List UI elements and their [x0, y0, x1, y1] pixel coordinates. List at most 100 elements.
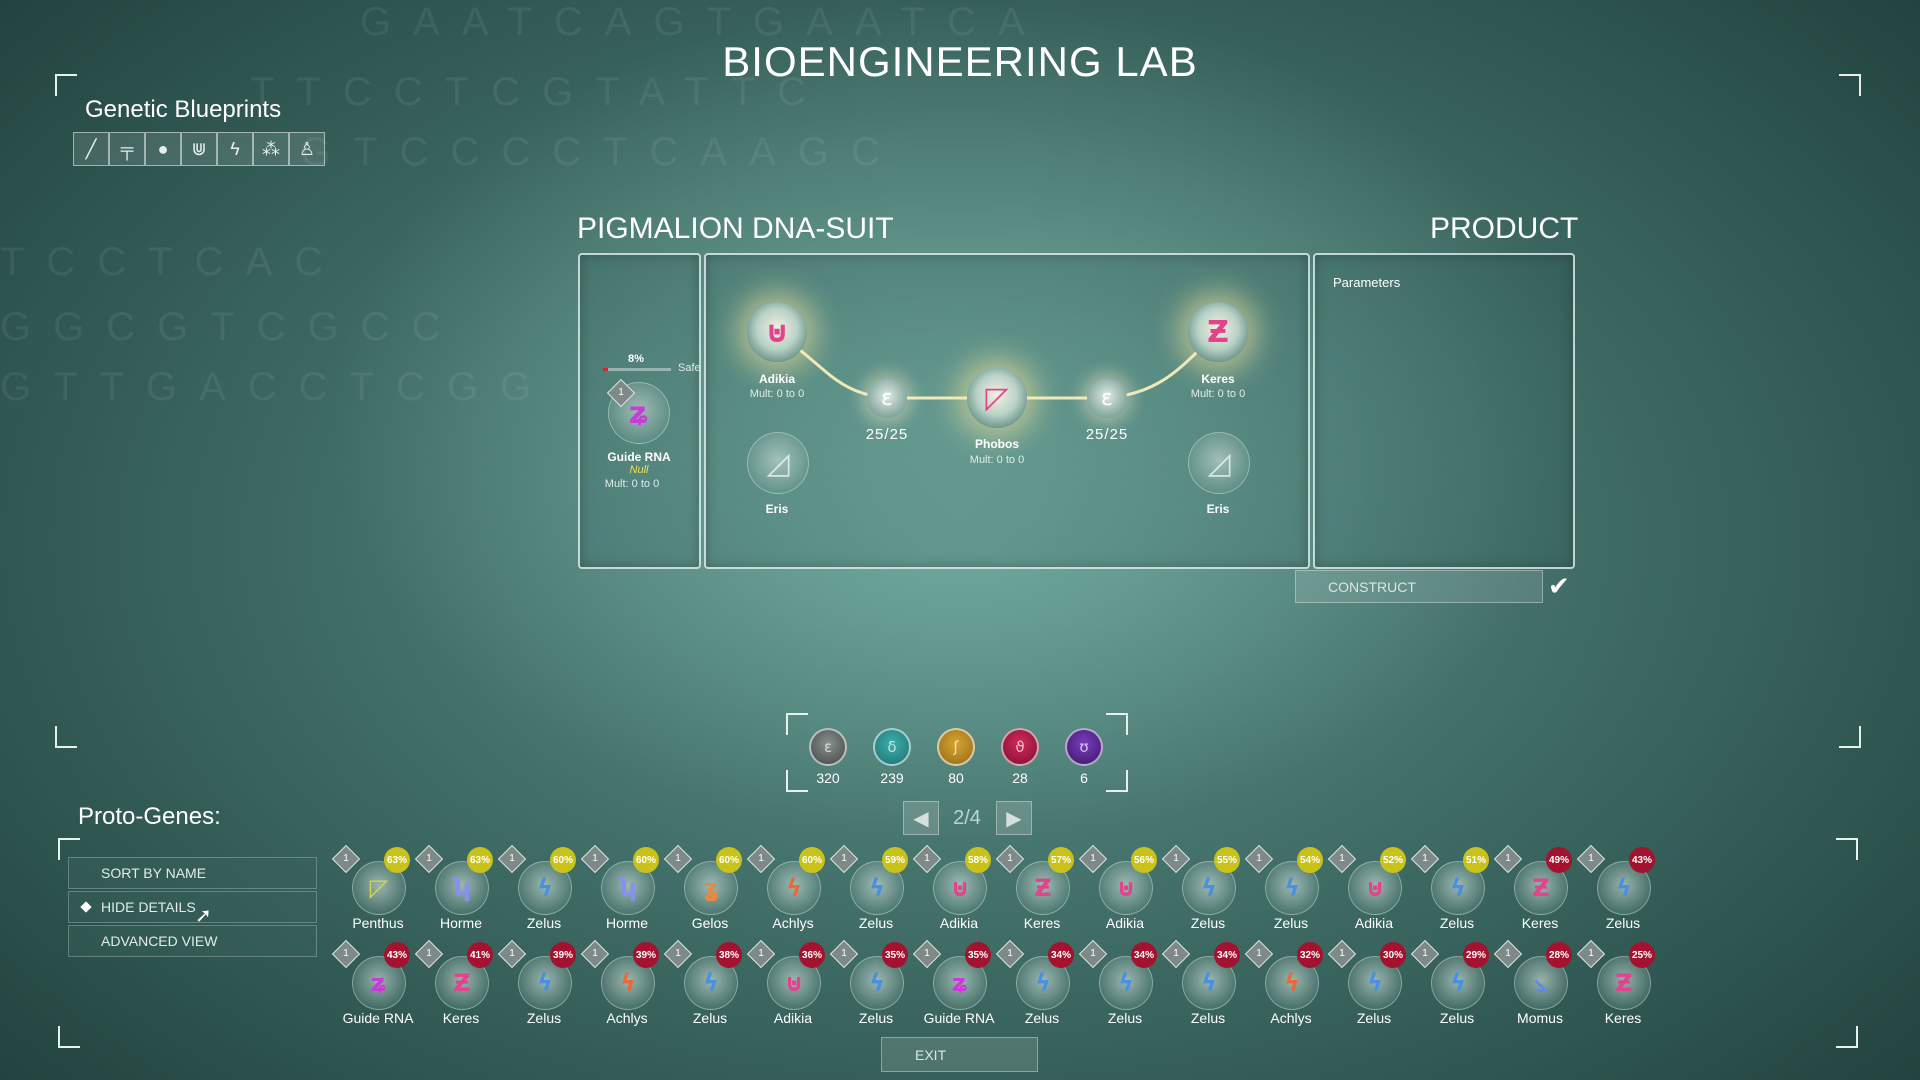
resource-crimson: ϑ 28: [990, 728, 1050, 786]
resource-value: 28: [1012, 770, 1028, 786]
checkmark-icon[interactable]: ✔: [1548, 572, 1570, 602]
gene-name: Momus: [1517, 1010, 1563, 1026]
lightning-icon[interactable]: ϟ: [217, 132, 253, 166]
gene-level-badge: 1: [1576, 939, 1606, 969]
keres-node[interactable]: Ƶ: [1188, 302, 1248, 362]
gold-essence-icon: ʃ: [937, 728, 975, 766]
guide-rna-value: Null: [629, 464, 649, 476]
gene-percent-badge: 43%: [1629, 847, 1655, 873]
guide-status: Safe: [678, 362, 701, 374]
gene-level-badge: 1: [1327, 844, 1357, 874]
frame-corner: [1839, 726, 1861, 748]
resource-teal: δ 239: [862, 728, 922, 786]
gene-level-badge: 1: [1576, 844, 1606, 874]
gene-percent-badge: 63%: [384, 847, 410, 873]
dna-background-line: GAATCAGTGAATCA: [360, 0, 1047, 44]
guide-percent: 8%: [628, 353, 644, 365]
gene-percent-badge: 39%: [633, 942, 659, 968]
next-page-button[interactable]: ▶: [996, 801, 1032, 835]
gene-percent-badge: 28%: [1546, 942, 1572, 968]
protogenes-title: Proto-Genes:: [78, 803, 221, 830]
frame-corner: [55, 726, 77, 748]
humanoid-icon[interactable]: ♙: [289, 132, 325, 166]
link-node-2[interactable]: ɛ: [1087, 378, 1127, 418]
claw-icon[interactable]: ⋓: [181, 132, 217, 166]
construct-button[interactable]: CONSTRUCT: [1295, 570, 1543, 603]
eris-node-right[interactable]: ◿: [1188, 432, 1250, 494]
gene-percent-badge: 63%: [467, 847, 493, 873]
eris-label-left: Eris: [765, 502, 789, 516]
adikia-mult: Mult: 0 to 0: [749, 388, 805, 400]
molecule-icon[interactable]: ⁂: [253, 132, 289, 166]
phobos-node[interactable]: ◸: [967, 368, 1027, 428]
mouse-cursor-icon: ➚: [195, 903, 212, 927]
gene-name: Keres: [1023, 915, 1061, 931]
resource-frame-corner: [1106, 713, 1128, 735]
blueprint-toolbar: ╱ ╤ ● ⋓ ϟ ⁂ ♙: [73, 132, 325, 166]
panel-corner: [586, 261, 600, 275]
panel-corner: [679, 261, 693, 275]
advanced-view-button[interactable]: ADVANCED VIEW: [68, 925, 317, 957]
panel-corner: [1553, 261, 1567, 275]
gene-percent-badge: 59%: [882, 847, 908, 873]
gene-percent-badge: 30%: [1380, 942, 1406, 968]
grenade-icon[interactable]: ●: [145, 132, 181, 166]
blueprints-title: Genetic Blueprints: [85, 96, 282, 123]
link-node-1[interactable]: ɛ: [867, 378, 907, 418]
gene-name: Adikia: [773, 1010, 813, 1026]
adikia-node[interactable]: ⊍: [747, 302, 807, 362]
hide-details-button[interactable]: HIDE DETAILS: [68, 891, 317, 923]
gene-percent-badge: 54%: [1297, 847, 1323, 873]
resource-frame-corner: [1106, 770, 1128, 792]
rifle-icon[interactable]: ╤: [109, 132, 145, 166]
syringe-icon[interactable]: ╱: [73, 132, 109, 166]
sort-by-name-button[interactable]: SORT BY NAME: [68, 857, 317, 889]
gene-level-badge: 1: [331, 939, 361, 969]
gene-level-badge: 1: [580, 844, 610, 874]
prev-page-button[interactable]: ◀: [903, 801, 939, 835]
gene-percent-badge: 60%: [799, 847, 825, 873]
gene-icon: ϟ: [1431, 861, 1485, 915]
eris-node-left[interactable]: ◿: [747, 432, 809, 494]
product-title: PRODUCT: [1430, 212, 1579, 245]
dna-background-line: TCCTCAC: [0, 240, 346, 284]
violet-essence-icon: ʊ: [1065, 728, 1103, 766]
gene-name: Guide RNA: [923, 1010, 995, 1026]
gene-name: Zelus: [1024, 1010, 1060, 1026]
gene-percent-badge: 35%: [882, 942, 908, 968]
gene-name: Zelus: [1439, 915, 1475, 931]
exit-button[interactable]: EXIT: [881, 1037, 1038, 1072]
